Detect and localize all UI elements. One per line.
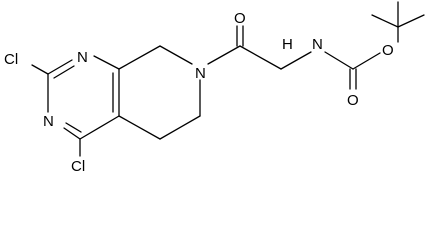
atom-cl-bottom: Cl	[71, 158, 85, 175]
atom-h-amine: H	[282, 36, 293, 53]
bond-c4-n3-double	[65, 122, 82, 133]
atom-o-amide: O	[234, 10, 246, 27]
bond-n7-c-acyl	[207, 45, 241, 65]
atom-n-ring: N	[195, 65, 206, 82]
bond-c8-n7	[159, 45, 193, 65]
bond-c2-n1	[47, 59, 73, 75]
bond-c-carbamate-o-ester	[352, 52, 381, 70]
atom-o-carbonyl: O	[347, 92, 359, 109]
chemical-structure-diagram: Cl N N Cl N O N H O O	[4, 1, 425, 175]
bond-c6-c5	[159, 115, 201, 140]
atom-cl-top: Cl	[4, 51, 18, 68]
bond-c2-n1-double	[53, 65, 75, 79]
bonds	[31, 1, 425, 157]
atom-o-ester: O	[382, 42, 394, 59]
atom-n-amine: N	[312, 36, 323, 53]
bond-c8a-c8	[118, 45, 161, 70]
bond-c-acyl-ch2	[239, 45, 282, 70]
bond-c2-cl	[31, 64, 49, 75]
bond-nh-c-carbamate	[324, 51, 354, 70]
bond-c5-c4a	[118, 115, 161, 140]
atom-n-pyrimidine-top: N	[77, 49, 88, 66]
bond-ch2-nh	[280, 51, 312, 70]
atom-n-pyrimidine-bottom: N	[43, 113, 54, 130]
bond-c4-n3	[63, 127, 81, 140]
bond-n1-c8a	[93, 55, 120, 70]
bond-c4a-c4	[79, 115, 120, 140]
bond-c-quat-me2	[371, 14, 399, 28]
atom-labels: Cl N N Cl N O N H O O	[4, 10, 394, 175]
bond-c-quat-me3	[397, 14, 425, 28]
